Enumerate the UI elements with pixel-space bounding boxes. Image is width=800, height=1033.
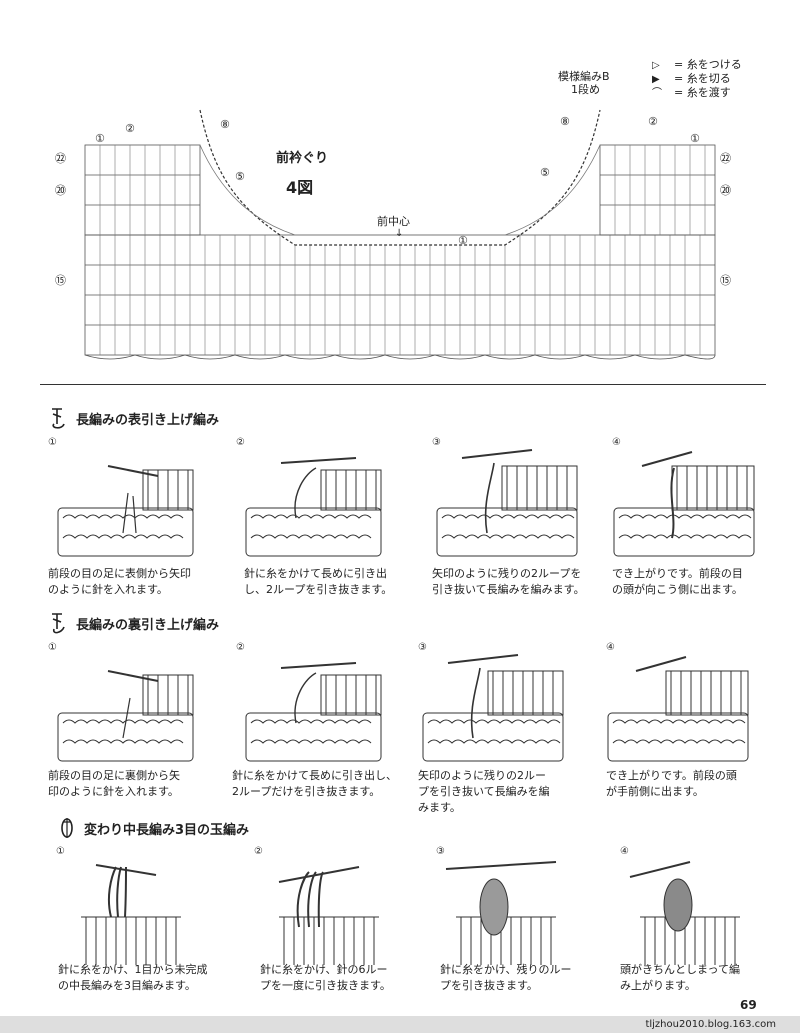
step-caption: でき上がりです。前段の目 の頭が向こう側に出ます。 bbox=[612, 566, 782, 598]
front-center-label: 前中心 bbox=[377, 213, 410, 229]
crochet-illustration bbox=[612, 448, 762, 560]
step-caption: 前段の目の足に表側から矢印 のように針を入れます。 bbox=[48, 566, 218, 598]
neckline-chart: ㉒ ⑳ ⑮ ① ② ⑧ ⑤ ① ⑤ ⑧ ② ① ㉒ ⑳ ⑮ 前衿ぐり 4図 前中… bbox=[40, 60, 770, 370]
row-marker-15-left: ⑮ bbox=[55, 272, 66, 288]
step-illustration: ③ bbox=[432, 437, 582, 564]
step-caption: 針に糸をかけて長めに引き出し、 2ループだけを引き抜きます。 bbox=[232, 768, 402, 800]
crochet-illustration bbox=[432, 448, 582, 560]
watermark-text: tljzhou2010.blog.163.com bbox=[645, 1019, 800, 1030]
crochet-illustration bbox=[436, 857, 586, 969]
section-divider bbox=[40, 384, 766, 385]
crochet-illustration bbox=[620, 857, 770, 969]
crochet-illustration bbox=[236, 448, 386, 560]
row-marker-5-left: ⑤ bbox=[235, 170, 245, 183]
row-marker-2-right: ② bbox=[648, 115, 658, 128]
watermark-bar: tljzhou2010.blog.163.com bbox=[0, 1016, 800, 1033]
section-title: 変わり中長編み3目の玉編み bbox=[84, 819, 249, 838]
step-number: ① bbox=[48, 437, 198, 448]
step-caption: でき上がりです。前段の頭 が手前側に出ます。 bbox=[606, 768, 776, 800]
step-number: ② bbox=[236, 642, 386, 653]
section-title: 長編みの表引き上げ編み bbox=[76, 409, 219, 428]
crochet-illustration bbox=[606, 653, 756, 765]
crochet-illustration bbox=[236, 653, 386, 765]
crochet-illustration bbox=[48, 448, 198, 560]
step-number: ④ bbox=[612, 437, 762, 448]
step-illustration: ③ bbox=[418, 642, 568, 769]
step-illustration: ② bbox=[236, 437, 386, 564]
front-center-arrow: ↓ bbox=[395, 228, 403, 239]
step-illustration: ② bbox=[254, 846, 404, 973]
diagram-title: 前衿ぐり bbox=[276, 147, 328, 166]
figure-label: 4図 bbox=[286, 174, 313, 198]
step-caption: 前段の目の足に裏側から矢 印のように針を入れます。 bbox=[48, 768, 218, 800]
row-marker-20-left: ⑳ bbox=[55, 182, 66, 198]
row-marker-20-right: ⑳ bbox=[720, 182, 731, 198]
step-illustration: ② bbox=[236, 642, 386, 769]
step-illustration: ① bbox=[48, 642, 198, 769]
row-marker-22-left: ㉒ bbox=[55, 150, 66, 166]
step-caption: 矢印のように残りの2ループを 引き抜いて長編みを編みます。 bbox=[432, 566, 602, 598]
step-illustration: ① bbox=[56, 846, 206, 973]
crochet-illustration bbox=[48, 653, 198, 765]
step-number: ③ bbox=[418, 642, 568, 653]
front-post-dc-symbol-icon bbox=[48, 406, 70, 430]
carry-yarn-icon: ⌒ bbox=[652, 84, 674, 99]
row-marker-8-right: ⑧ bbox=[560, 115, 570, 128]
back-post-dc-symbol-icon bbox=[48, 611, 70, 635]
step-illustration: ④ bbox=[612, 437, 762, 564]
step-illustration: ④ bbox=[620, 846, 770, 973]
row-marker-15-right: ⑮ bbox=[720, 272, 731, 288]
section-heading-front-post: 長編みの表引き上げ編み bbox=[48, 406, 219, 430]
step-caption: 針に糸をかけ、残りのルー プを引き抜きます。 bbox=[440, 962, 610, 994]
step-caption: 針に糸をかけ、1目から未完成 の中長編みを3目編みます。 bbox=[58, 962, 228, 994]
row-marker-5-right: ⑤ bbox=[540, 166, 550, 179]
step-number: ② bbox=[236, 437, 386, 448]
row-marker-1-right: ① bbox=[690, 132, 700, 145]
row-marker-2-left: ② bbox=[125, 122, 135, 135]
row-marker-1-left: ① bbox=[95, 132, 105, 145]
legend: ▷= 糸をつける ▶= 糸を切る ⌒= 糸を渡す bbox=[652, 56, 772, 106]
step-number: ③ bbox=[432, 437, 582, 448]
pattern-label-line2: 1段め bbox=[571, 81, 600, 97]
step-number: ③ bbox=[436, 846, 586, 857]
step-number: ④ bbox=[606, 642, 756, 653]
step-number: ① bbox=[56, 846, 206, 857]
step-caption: 矢印のように残りの2ルー プを引き抜いて長編みを編 みます。 bbox=[418, 768, 588, 816]
row-marker-22-right: ㉒ bbox=[720, 150, 731, 166]
puff-stitch-symbol-icon bbox=[56, 816, 78, 840]
row-marker-8-left: ⑧ bbox=[220, 118, 230, 131]
step-number: ② bbox=[254, 846, 404, 857]
crochet-illustration bbox=[418, 653, 568, 765]
step-caption: 針に糸をかけ、針の6ルー プを一度に引き抜きます。 bbox=[260, 962, 430, 994]
crochet-illustration bbox=[254, 857, 404, 969]
step-number: ④ bbox=[620, 846, 770, 857]
step-caption: 針に糸をかけて長めに引き出 し、2ループを引き抜きます。 bbox=[244, 566, 414, 598]
section-title: 長編みの裏引き上げ編み bbox=[76, 614, 219, 633]
step-illustration: ① bbox=[48, 437, 198, 564]
step-number: ① bbox=[48, 642, 198, 653]
step-caption: 頭がきちんとしまって編 み上がります。 bbox=[620, 962, 790, 994]
step-illustration: ③ bbox=[436, 846, 586, 973]
step-illustration: ④ bbox=[606, 642, 756, 769]
section-heading-back-post: 長編みの裏引き上げ編み bbox=[48, 611, 219, 635]
row-marker-1-center: ① bbox=[458, 234, 468, 247]
legend-item-carry: ⌒= 糸を渡す bbox=[652, 84, 731, 100]
page-number: 69 bbox=[740, 998, 757, 1012]
crochet-illustration bbox=[56, 857, 206, 969]
section-heading-puff: 変わり中長編み3目の玉編み bbox=[56, 816, 249, 840]
